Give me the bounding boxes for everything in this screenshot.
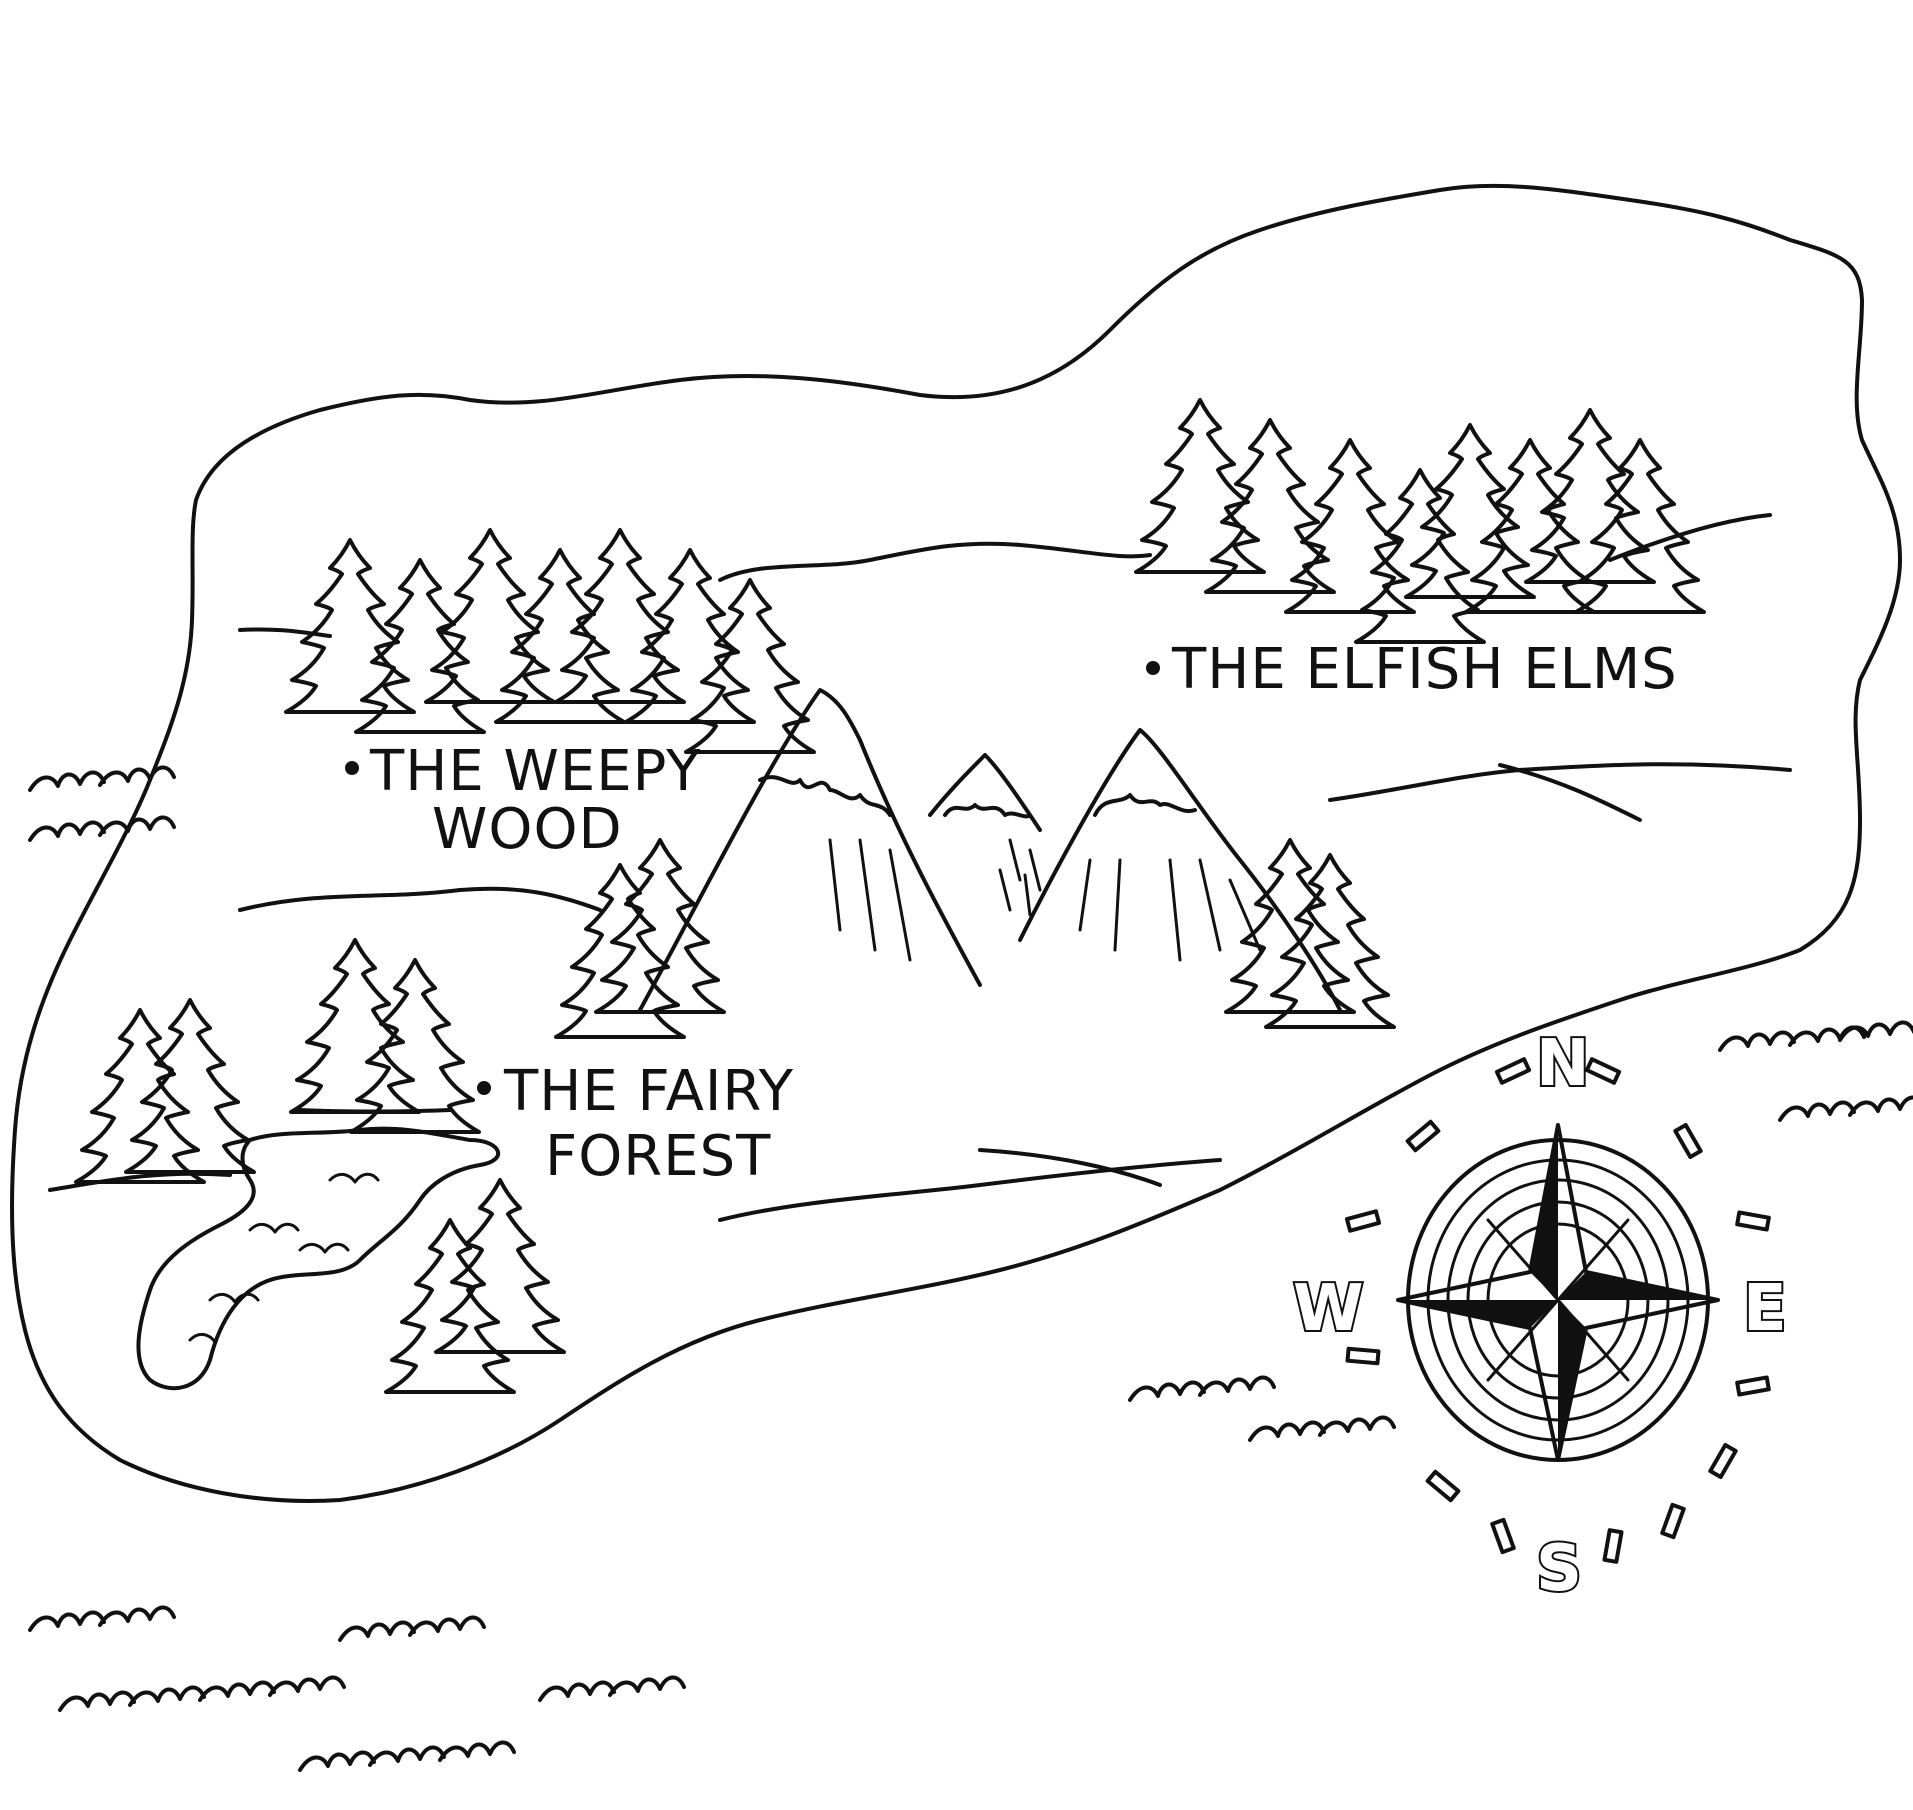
hill-line [1498, 763, 1642, 822]
compass-ticks [1344, 1057, 1771, 1564]
compass-north-label: N [1536, 1027, 1590, 1101]
tree-icon [289, 938, 421, 1114]
hill-line [718, 541, 1152, 582]
wave-icon [368, 1745, 446, 1767]
wave-icon [408, 1615, 486, 1637]
wave-icon [1838, 1020, 1913, 1042]
lake-icon [136, 1126, 501, 1391]
place-label-line: FOREST [545, 1124, 771, 1189]
mountain-icon [1018, 728, 1342, 1012]
wave-icon [1778, 1100, 1856, 1122]
lake-waves [188, 1172, 380, 1344]
place-weepy-wood: THE WEEPY WOOD [345, 739, 701, 862]
wave-icon [198, 1680, 276, 1702]
wave-icon [28, 1610, 106, 1632]
wave-icon [128, 1685, 206, 1707]
place-marker-dot [477, 1081, 491, 1095]
mountain-range [638, 688, 1342, 1012]
wave-icon [298, 1750, 376, 1772]
tree-icon [1404, 423, 1536, 599]
wave-icon [1198, 1375, 1276, 1397]
place-label-line: THE FAIRY [503, 1059, 794, 1124]
place-label-line: THE WEEPY [369, 739, 701, 804]
compass-rose-icon: N E S W [1291, 1025, 1789, 1608]
hill-line [298, 1108, 452, 1114]
tree-icon [1574, 438, 1706, 614]
tree-icon [384, 1218, 516, 1394]
wave-icon [98, 815, 176, 837]
compass-south-label: S [1536, 1532, 1582, 1606]
tree-icon [1524, 408, 1656, 584]
weepy-wood-trees [284, 528, 816, 754]
wave-icon [438, 1740, 516, 1762]
tree-icon [594, 838, 726, 1014]
compass-west-label: W [1293, 1272, 1364, 1346]
wave-icon [608, 1675, 686, 1697]
wave-icon [28, 820, 106, 842]
wave-icon [338, 1620, 416, 1642]
place-label-line: THE ELFISH ELMS [1171, 637, 1678, 702]
hill-line [238, 886, 602, 912]
wave-icon [58, 1690, 136, 1712]
hill-line [978, 1148, 1162, 1187]
fairy-forest-trees [74, 938, 566, 1394]
wave-icon [1718, 1030, 1796, 1052]
wave-icon [268, 1675, 346, 1697]
wave-icon [28, 770, 106, 792]
wave-icon [1318, 1415, 1396, 1437]
hill-line [238, 627, 332, 638]
place-fairy-forest: THE FAIRY FOREST [477, 1059, 794, 1189]
mountain-icon [928, 753, 1042, 832]
wave-icon [1248, 1420, 1326, 1442]
tree-icon [1204, 418, 1336, 594]
mountain-icon [638, 688, 982, 1012]
island-coastline [10, 183, 1902, 1503]
wave-icon [98, 765, 176, 787]
place-marker-dot [1146, 661, 1160, 675]
mountain-trees [554, 838, 1396, 1039]
wave-icon [1128, 1380, 1206, 1402]
tree-icon [74, 1008, 206, 1184]
hill-line [1328, 762, 1792, 802]
place-label-line: WOOD [432, 797, 623, 862]
elfish-elms-trees [1134, 398, 1706, 644]
hill-line [718, 1158, 1222, 1222]
wave-icon [98, 1605, 176, 1627]
wave-icon [538, 1680, 616, 1702]
place-marker-dot [345, 761, 359, 775]
tree-icon [434, 1178, 566, 1354]
place-elfish-elms: THE ELFISH ELMS [1146, 637, 1678, 702]
tree-icon [1264, 853, 1396, 1029]
wave-icon [1848, 1095, 1913, 1117]
compass-east-label: E [1743, 1272, 1787, 1346]
